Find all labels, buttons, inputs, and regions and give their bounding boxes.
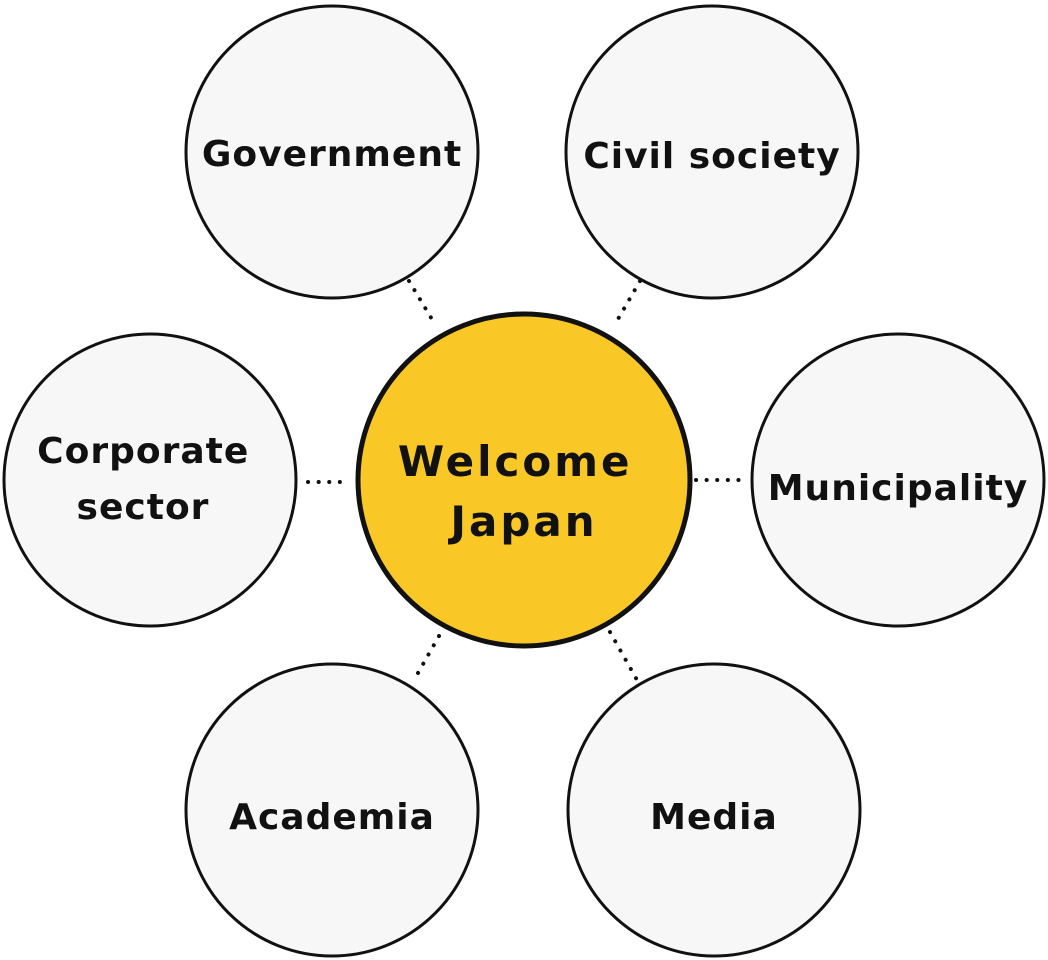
node-label: Civil society (583, 136, 840, 177)
node-circle (2, 332, 298, 628)
node-circle (750, 332, 1046, 628)
connector-academia (412, 634, 441, 682)
node-label-line: Government (202, 134, 462, 175)
node-circle (184, 662, 480, 958)
center-label: Welcome Japan (398, 437, 650, 546)
node-label-line: sector (77, 487, 210, 528)
node-circle (564, 4, 860, 300)
node-label: Academia (229, 797, 435, 838)
node-label: Corporate sector (37, 431, 263, 528)
node-label: Media (650, 797, 778, 838)
center-label-line: Japan (447, 497, 597, 546)
connector-government (407, 279, 438, 328)
node-label-line: Municipality (768, 468, 1029, 509)
node-label: Municipality (768, 468, 1029, 509)
center-circle (355, 311, 693, 649)
node-municipality: Municipality (750, 332, 1046, 628)
node-corporate-sector: Corporate sector (2, 332, 298, 628)
node-civil-society: Civil society (564, 4, 860, 300)
connectors (306, 279, 747, 682)
node-government: Government (184, 4, 480, 300)
node-media: Media (566, 662, 862, 958)
center-label-line: Welcome (398, 437, 633, 486)
connector-media (608, 630, 639, 682)
node-circle (566, 662, 862, 958)
node-label-line: Corporate (37, 431, 249, 472)
node-academia: Academia (184, 662, 480, 958)
center-node: Welcome Japan (355, 311, 693, 649)
node-circle (184, 4, 480, 300)
node-label-line: Academia (229, 797, 435, 838)
node-label-line: Civil society (583, 136, 840, 177)
connector-civil-society (612, 279, 642, 328)
node-label-line: Media (650, 797, 778, 838)
node-label: Government (202, 134, 462, 175)
